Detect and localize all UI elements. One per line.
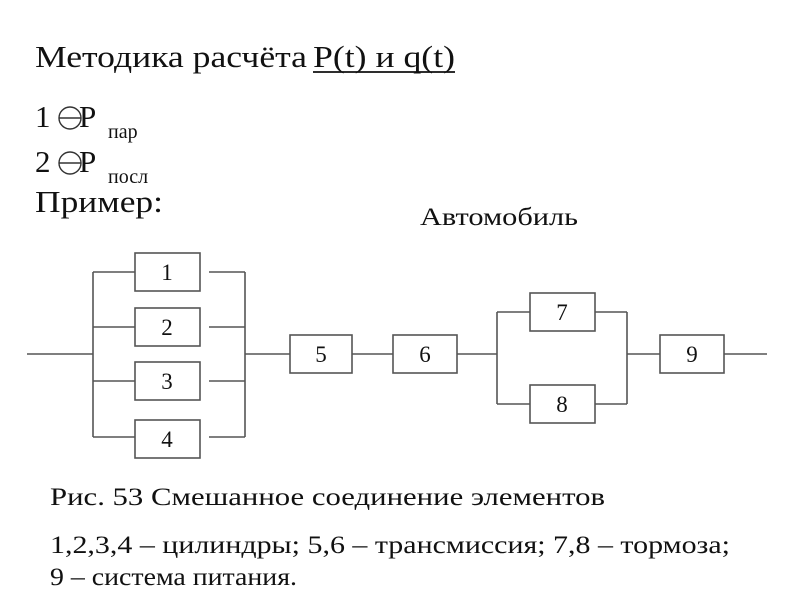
diagram-title: Автомобиль (420, 204, 578, 231)
item-number: 2 (35, 144, 51, 179)
block-label: 1 (161, 260, 173, 285)
block-9: 9 (659, 334, 725, 374)
block-label: 9 (686, 342, 698, 367)
block-2: 2 (134, 307, 201, 347)
block-8: 8 (529, 384, 596, 424)
title-underlined: P(t) и q(t) (313, 39, 455, 74)
block-6: 6 (392, 334, 458, 374)
item-var: P (79, 99, 96, 134)
method-item-1: 1 P пар (35, 99, 138, 143)
block-label: 2 (161, 315, 173, 340)
item-subscript: посл (108, 166, 148, 188)
legend-line-1: 1,2,3,4 – цилиндры; 5,6 – трансмиссия; 7… (50, 532, 730, 559)
example-label: Пример: (35, 184, 163, 219)
legend-line-2: 9 – система питания. (50, 564, 297, 591)
block-label: 5 (315, 342, 327, 367)
circle-minus-icon (58, 106, 82, 130)
block-label: 8 (556, 392, 568, 417)
block-label: 4 (161, 427, 173, 452)
block-1: 1 (134, 252, 201, 292)
item-number: 1 (35, 99, 51, 134)
block-label: 3 (161, 369, 173, 394)
figure-caption: Рис. 53 Смешанное соединение элементов (50, 484, 605, 511)
block-4: 4 (134, 419, 201, 459)
block-7: 7 (529, 292, 596, 332)
method-item-2: 2 P посл (35, 144, 148, 188)
block-label: 6 (419, 342, 431, 367)
block-5: 5 (289, 334, 353, 374)
item-var: P (79, 144, 96, 179)
item-subscript: пар (108, 121, 138, 143)
block-label: 7 (556, 300, 568, 325)
title-text: Методика расчёта (35, 39, 307, 74)
diagram-wiring (27, 271, 767, 438)
circle-minus-icon (58, 151, 82, 175)
block-3: 3 (134, 361, 201, 401)
